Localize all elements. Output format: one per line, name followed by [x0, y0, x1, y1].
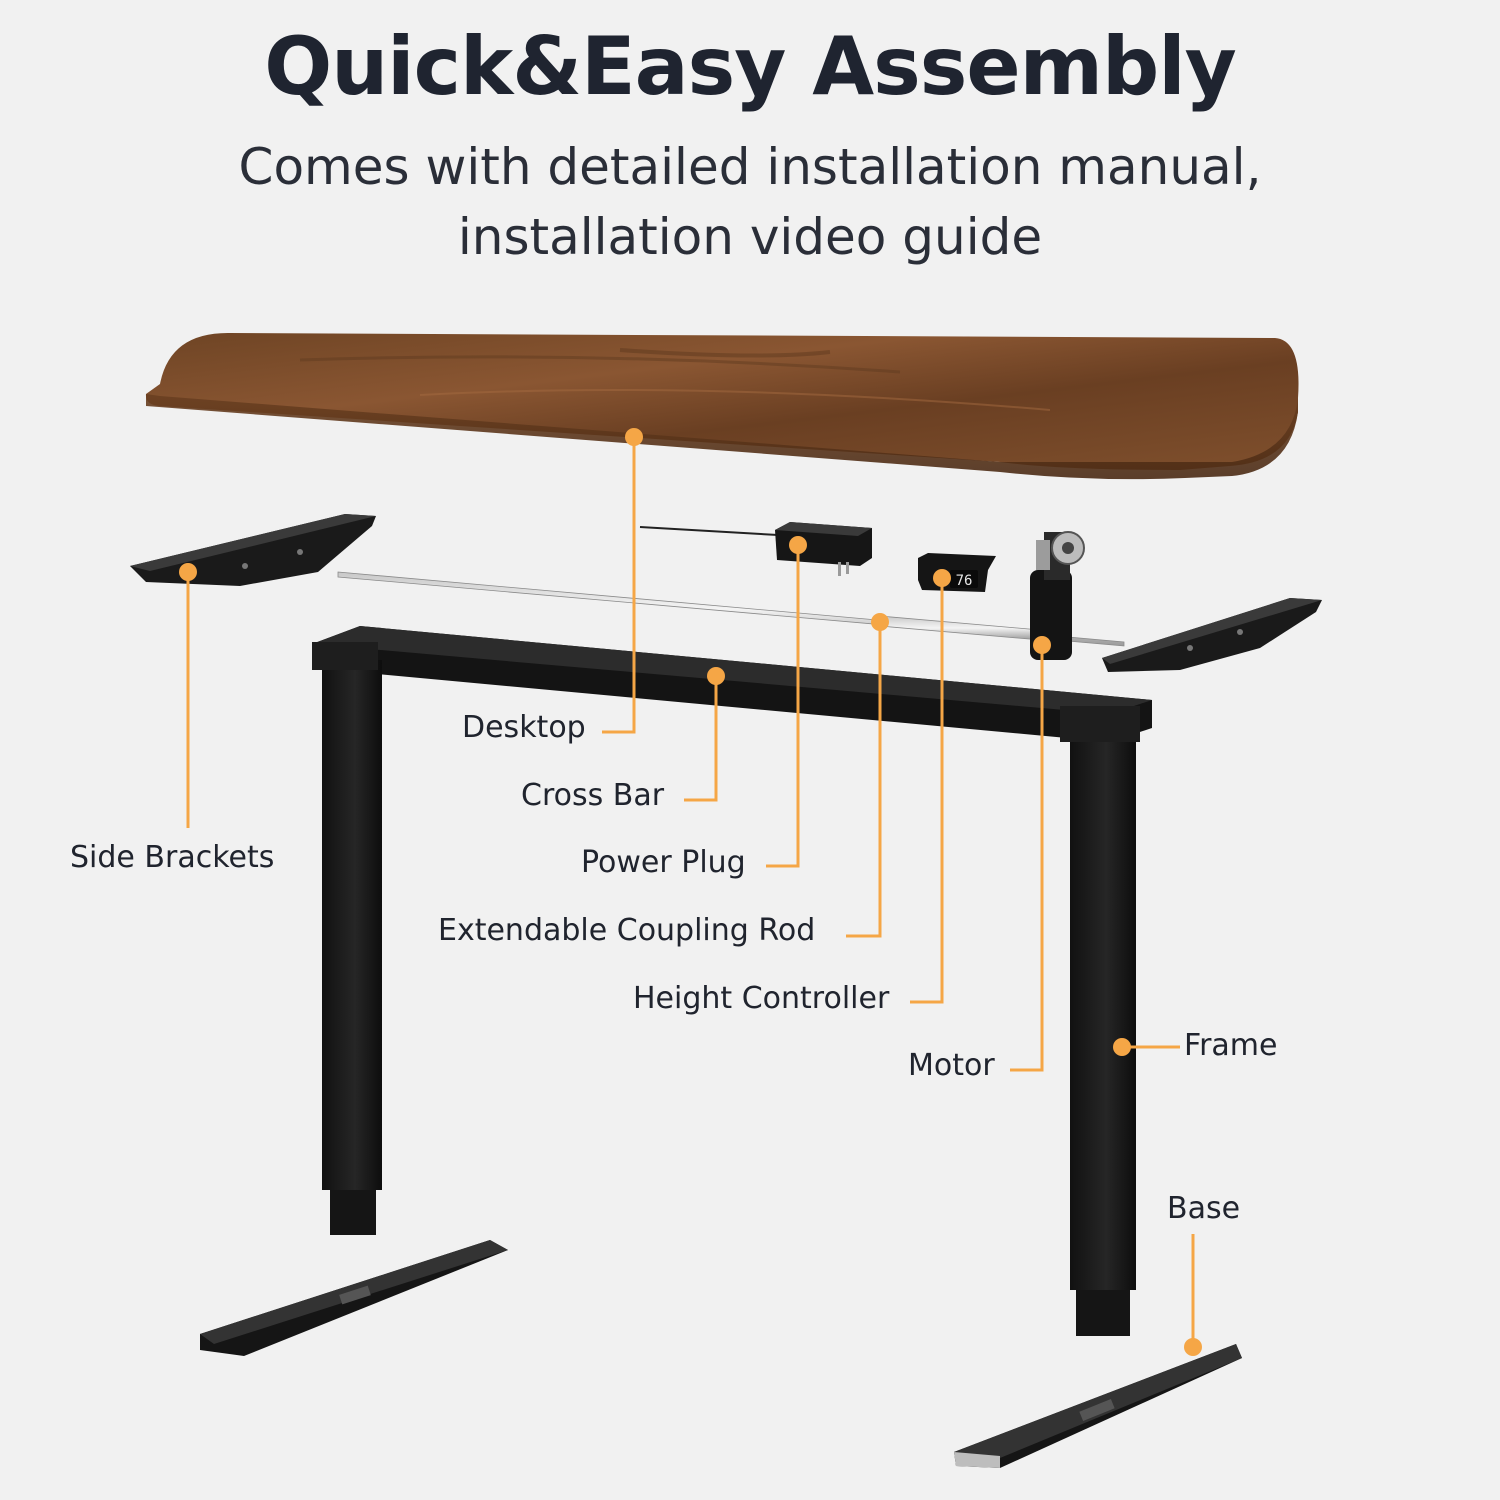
label-desktop: Desktop: [462, 710, 586, 745]
height-controller-callout-dot: [933, 569, 951, 587]
label-frame: Frame: [1184, 1028, 1278, 1063]
coupling-rod: [337, 571, 1125, 647]
label-side-brackets: Side Brackets: [70, 840, 275, 875]
right-side-bracket: [1102, 598, 1322, 672]
left-base: [200, 1240, 508, 1356]
subtitle-line-2: installation video guide: [457, 208, 1043, 266]
power-plug-callout-dot: [789, 536, 807, 554]
right-leg: [1060, 706, 1140, 1336]
callout-dots: [179, 428, 1202, 1356]
controller-display: 76: [956, 573, 973, 589]
left-leg: [312, 642, 382, 1235]
cross-bar-callout-dot: [707, 667, 725, 685]
callout-lines: [186, 437, 1195, 1347]
label-base: Base: [1167, 1191, 1241, 1226]
cross-bar: [312, 626, 1152, 742]
desktop-board: [145, 332, 1299, 480]
desktop-callout-dot: [625, 428, 643, 446]
label-coupling-rod: Extendable Coupling Rod: [438, 913, 816, 948]
label-height-controller: Height Controller: [633, 981, 890, 1016]
side-brackets-callout-dot: [179, 563, 197, 581]
subtitle-line-1: Comes with detailed installation manual,: [238, 138, 1262, 196]
label-motor: Motor: [908, 1048, 995, 1083]
label-cross-bar: Cross Bar: [521, 778, 665, 813]
power-plug-adapter: [639, 522, 872, 576]
page-title: Quick&Easy Assembly: [264, 20, 1237, 113]
right-base: [954, 1344, 1242, 1468]
height-controller: 76: [918, 553, 996, 592]
base-callout-dot: [1184, 1338, 1202, 1356]
coupling-rod-callout-dot: [871, 613, 889, 631]
label-power-plug: Power Plug: [581, 845, 746, 880]
motor-callout-dot: [1033, 636, 1051, 654]
frame-callout-dot: [1113, 1038, 1131, 1056]
